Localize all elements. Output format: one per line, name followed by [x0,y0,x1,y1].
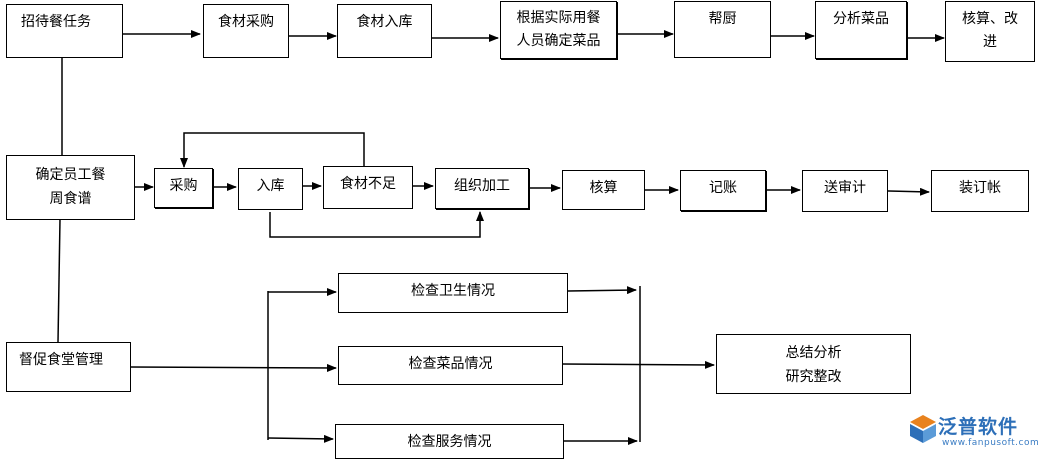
node-ingredient-storage-label: 食材入库 [356,14,413,30]
node-weekly-menu: 确定员工餐 周食谱 [6,155,135,220]
node-ingredient-purchase: 食材采购 [203,4,289,58]
node-weekly-menu-label: 确定员工餐 周食谱 [35,167,106,207]
spine-bottom [57,218,61,343]
node-purchase-label: 采购 [169,178,198,194]
node-processing: 组织加工 [435,168,529,209]
logo-url: www.fanpusoft.com [942,438,1038,448]
node-storage-label: 入库 [256,178,285,194]
node-determine-dishes: 根据实际用餐 人员确定菜品 [500,1,617,59]
fanpu-logo: 泛普软件 www.fanpusoft.com [904,410,1038,456]
logo-name: 泛普软件 [938,416,1019,438]
node-assist-cooking: 帮厨 [674,1,771,58]
node-accounting-improve-label: 核算、改 进 [962,11,1018,50]
node-shortage-label: 食材不足 [340,176,396,192]
node-supervise-canteen-label: 督促食堂管理 [19,352,103,368]
node-audit: 送审计 [802,170,888,212]
node-bookkeeping: 记账 [680,170,766,211]
node-binding-label: 装订帐 [959,180,1001,196]
node-accounting-label: 核算 [589,180,618,196]
node-storage: 入库 [238,168,303,210]
node-audit-label: 送审计 [824,180,866,196]
node-analyze-dishes-label: 分析菜品 [833,11,889,27]
node-hospitality-task: 招待餐任务 [6,4,123,58]
node-purchase: 采购 [154,168,213,208]
node-shortage: 食材不足 [323,166,413,209]
node-hospitality-task-label: 招待餐任务 [21,14,91,30]
arrow-to-summary [561,360,715,369]
node-analyze-dishes: 分析菜品 [815,1,907,59]
node-check-service-label: 检查服务情况 [407,434,492,450]
node-accounting: 核算 [562,170,645,210]
merge-top [567,286,637,295]
arrow-r3-bottom [267,434,334,443]
node-check-hygiene-label: 检查卫生情况 [411,283,495,299]
node-summary-rectify-label: 总结分析 研究整改 [785,345,842,385]
node-processing-label: 组织加工 [454,178,510,194]
node-ingredient-purchase-label: 食材采购 [218,14,274,30]
arrow-r2-8 [887,187,930,196]
node-check-dishes: 检查菜品情况 [338,346,563,385]
node-ingredient-storage: 食材入库 [337,4,432,58]
node-summary-rectify: 总结分析 研究整改 [716,334,911,394]
loop-shortage-to-purchase [180,132,365,168]
node-supervise-canteen: 督促食堂管理 [6,342,131,392]
fanpu-logo-icon [910,415,936,443]
node-determine-dishes-label: 根据实际用餐 人员确定菜品 [516,10,601,49]
node-check-dishes-label: 检查菜品情况 [408,356,493,372]
node-binding: 装订帐 [931,170,1029,212]
loop-storage-to-processing [269,211,484,238]
node-bookkeeping-label: 记账 [709,180,737,196]
node-check-service: 检查服务情况 [335,424,564,459]
node-assist-cooking-label: 帮厨 [708,11,737,27]
arrow-r3-main [129,363,337,372]
node-accounting-improve: 核算、改 进 [945,1,1035,62]
node-check-hygiene: 检查卫生情况 [338,273,568,313]
